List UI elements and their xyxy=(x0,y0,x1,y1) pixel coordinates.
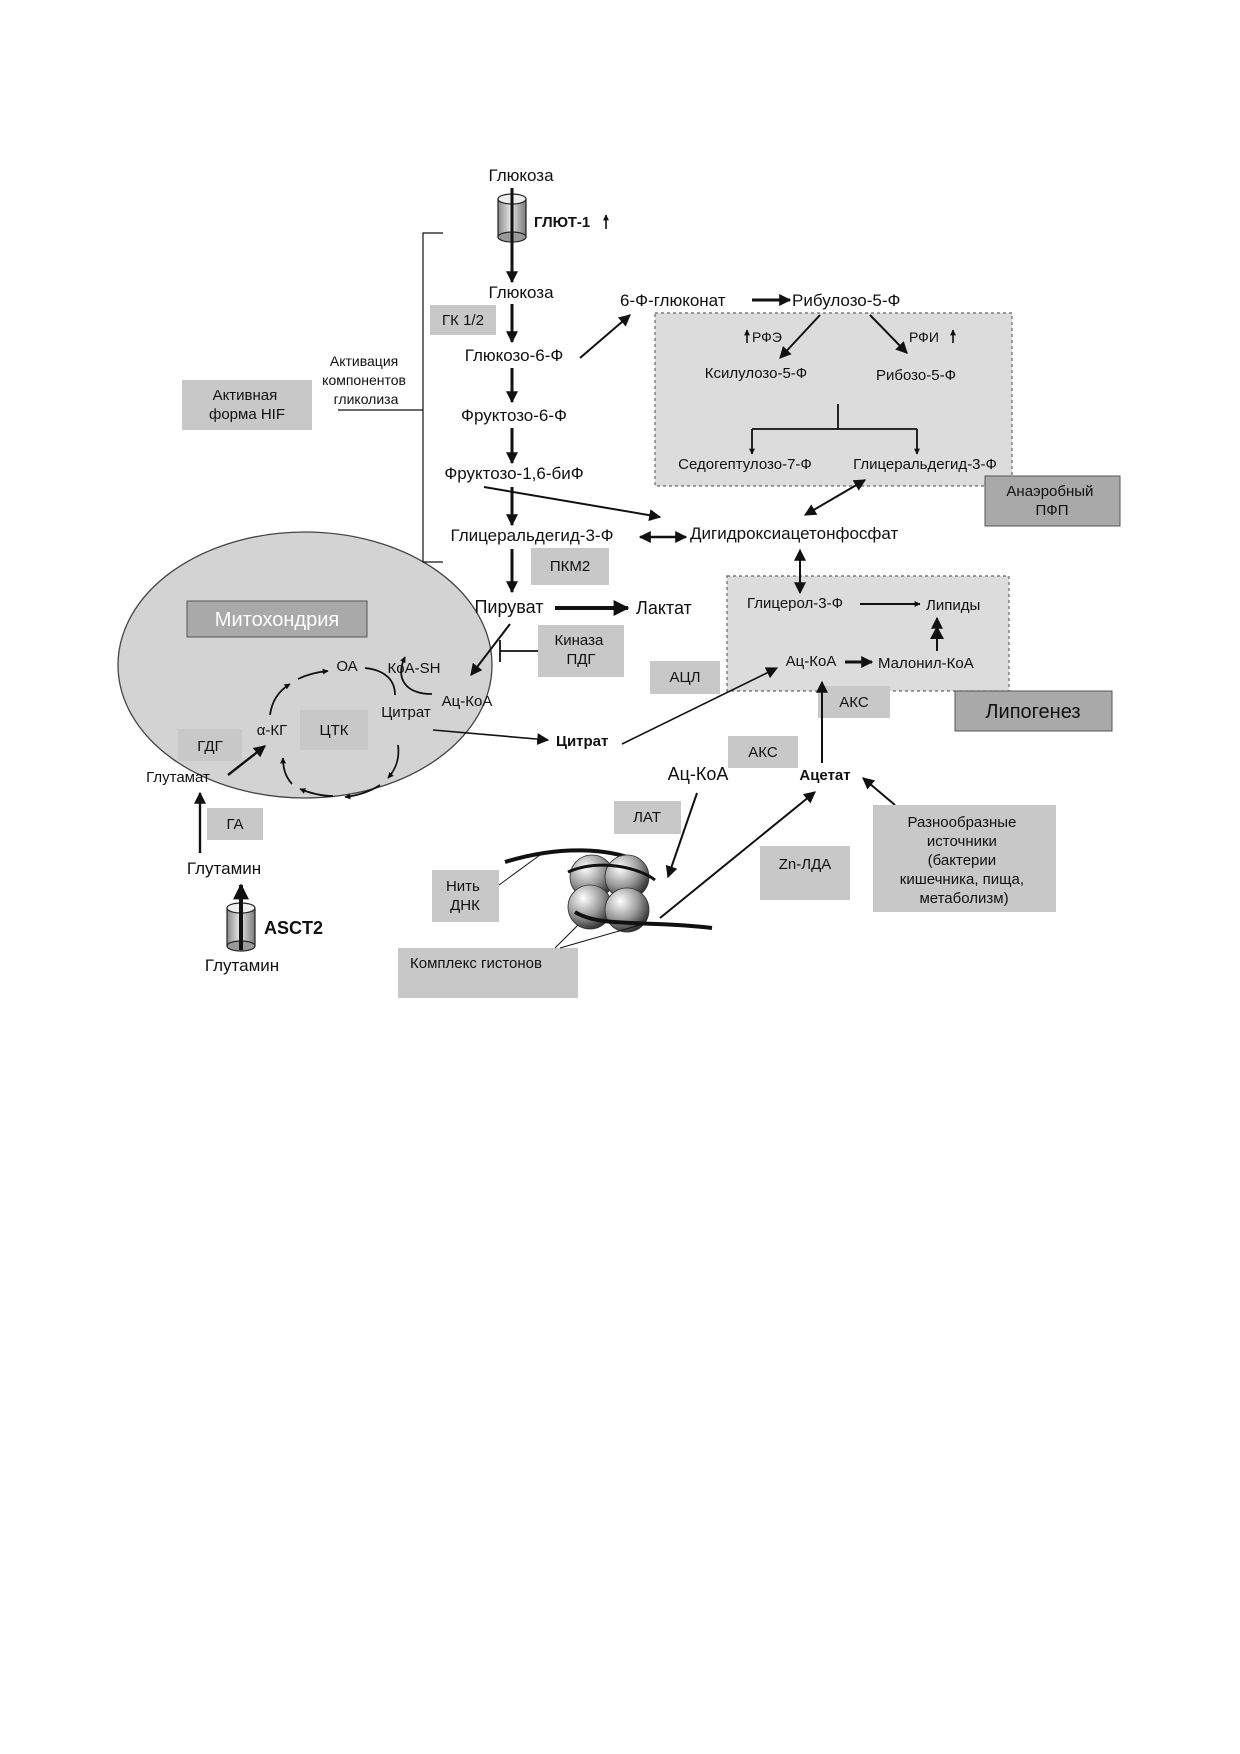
box-gk-label: ГК 1/2 xyxy=(442,312,484,329)
box-hif-label: Активная форма HIF xyxy=(209,387,285,423)
box-gk xyxy=(430,305,496,335)
box-lat-label: ЛАТ xyxy=(633,809,661,826)
metabolite-acetyl-coa-lipogenesis: Ац-КоА xyxy=(786,653,837,670)
arrow-sources-to-acetate xyxy=(862,777,896,806)
metabolite-akg: α-КГ xyxy=(257,722,288,739)
metabolite-glutamate: Глутамат xyxy=(146,769,210,786)
box-hif xyxy=(182,380,312,430)
box-histones xyxy=(398,948,578,998)
box-ga xyxy=(207,808,263,840)
metabolite-6p-gluconate: 6-Ф-глюконат xyxy=(620,291,726,310)
metabolite-acetyl-coa-mito: Ац-КоА xyxy=(442,693,493,710)
arrow-histones-to-acetate xyxy=(659,791,816,919)
metabolite-malonyl-coa: Малонил-КоА xyxy=(878,655,974,672)
box-zn-lda xyxy=(760,846,850,900)
metabolite-glucose-intracellular: Глюкоза xyxy=(488,283,554,302)
box-zn-lda-label: Zn-ЛДА xyxy=(779,856,832,873)
box-acs-lipogenesis xyxy=(818,686,890,718)
box-gdh xyxy=(178,729,242,761)
metabolite-f16bp: Фруктозо-1,6-биФ xyxy=(444,464,583,483)
glycolysis-bracket xyxy=(338,232,443,563)
arrow-ribulose-to-ribose xyxy=(869,314,908,354)
metabolite-glycerol-3p: Глицерол-3-Ф xyxy=(747,595,843,612)
box-acl xyxy=(650,661,720,694)
metabolite-citrate-cytosol: Цитрат xyxy=(556,733,608,750)
arrow-f16bp-to-dhap xyxy=(483,486,662,522)
dna-pointer-line xyxy=(498,854,541,886)
activation-label: Активация компонентов гликолиза xyxy=(322,353,410,407)
box-pkm2-label: ПКМ2 xyxy=(550,558,590,575)
metabolite-glutamine-intracellular: Глутамин xyxy=(187,859,261,878)
arrow-citrate-export xyxy=(432,729,550,746)
box-dna xyxy=(432,870,499,922)
arrow-coa-sh-release xyxy=(399,656,433,695)
metabolite-g3p-ppp: Глицеральдегид-3-Ф xyxy=(853,456,997,473)
histones-pointer-line-1 xyxy=(554,924,579,949)
lipogenesis-title-box xyxy=(954,690,1113,732)
box-dna-label: Нить ДНК xyxy=(446,878,484,914)
box-pdk xyxy=(538,625,624,677)
metabolite-lactate: Лактат xyxy=(636,598,692,618)
arrow-citrate-to-acetyl-coa xyxy=(621,667,779,745)
box-tca xyxy=(300,710,368,750)
box-sources xyxy=(873,805,1056,912)
mitochondria-title: Митохондрия xyxy=(215,609,339,631)
box-pdk-label: Киназа ПДГ xyxy=(555,632,608,668)
metabolite-acetyl-coa-cytosol: Ац-КоА xyxy=(668,764,729,784)
arrow-g6p-to-gluconate xyxy=(579,314,631,359)
tca-cycle-arrows xyxy=(269,667,400,800)
metabolite-dhap: Дигидроксиацетонфосфат xyxy=(690,524,898,543)
arrow-ribulose-to-xylulose xyxy=(779,314,821,359)
box-acs xyxy=(728,736,798,768)
metabolite-f6p: Фруктозо-6-Ф xyxy=(461,406,567,425)
double-arrowhead-icon xyxy=(930,626,944,639)
metabolite-acetate: Ацетат xyxy=(799,767,850,784)
metabolite-xylulose-5p: Ксилулозо-5-Ф xyxy=(705,365,807,382)
box-ga-label: ГА xyxy=(226,816,243,833)
arrow-glutamate-to-akg xyxy=(227,745,266,776)
arrow-pyruvate-to-acetyl-coa xyxy=(470,623,511,676)
metabolite-glucose-extracellular: Глюкоза xyxy=(488,166,554,185)
metabolite-g3p: Глицеральдегид-3-Ф xyxy=(450,526,613,545)
box-pkm2 xyxy=(531,548,609,585)
box-acs-lipogenesis-label: АКС xyxy=(839,694,869,711)
box-gdh-label: ГДГ xyxy=(197,738,222,755)
metabolite-ribose-5p: Рибозо-5-Ф xyxy=(876,367,956,384)
rpi-label: РФИ xyxy=(909,329,939,345)
rpe-label: РФЭ xyxy=(752,329,782,345)
metabolite-citrate-mito: Цитрат xyxy=(381,704,431,721)
metabolite-g6p: Глюкозо-6-Ф xyxy=(465,346,564,365)
metabolite-oa: ОА xyxy=(336,658,357,675)
metabolite-lipids: Липиды xyxy=(926,597,980,614)
box-histones-label: Комплекс гистонов xyxy=(410,955,542,972)
box-acs-label: АКС xyxy=(748,744,778,761)
mitochondria-title-box xyxy=(186,600,368,638)
arrow-dhap-ppp-reversible xyxy=(803,479,867,516)
metabolite-sedoheptulose-7p: Седогептулозо-7-Ф xyxy=(678,456,812,473)
asct2-label: ASCT2 xyxy=(264,918,323,938)
transketolase-fork xyxy=(749,404,920,455)
arrow-acetyl-coa-to-histones xyxy=(665,792,698,879)
nucleosome-icon xyxy=(504,848,713,933)
histones-pointer-line-2 xyxy=(559,924,641,949)
box-anaerobic-ppp xyxy=(984,475,1121,527)
box-lat xyxy=(614,801,681,834)
lipogenesis-panel xyxy=(726,575,1010,692)
metabolite-pyruvate: Пируват xyxy=(474,597,543,617)
box-acl-label: АЦЛ xyxy=(670,669,701,686)
metabolite-glutamine-extracellular: Глутамин xyxy=(205,956,279,975)
glut1-label: ГЛЮТ-1 xyxy=(534,214,590,231)
metabolite-ribulose-5p: Рибулозо-5-Ф xyxy=(792,291,900,310)
box-sources-label: Разнообразные источники (бактерии кишечн… xyxy=(900,814,1028,907)
box-tca-label: ЦТК xyxy=(320,722,349,739)
metabolite-coa-sh: КоА-SH xyxy=(388,660,441,677)
lipogenesis-title: Липогенез xyxy=(985,701,1080,723)
box-anaerobic-ppp-label: Анаэробный ПФП xyxy=(1006,483,1097,519)
